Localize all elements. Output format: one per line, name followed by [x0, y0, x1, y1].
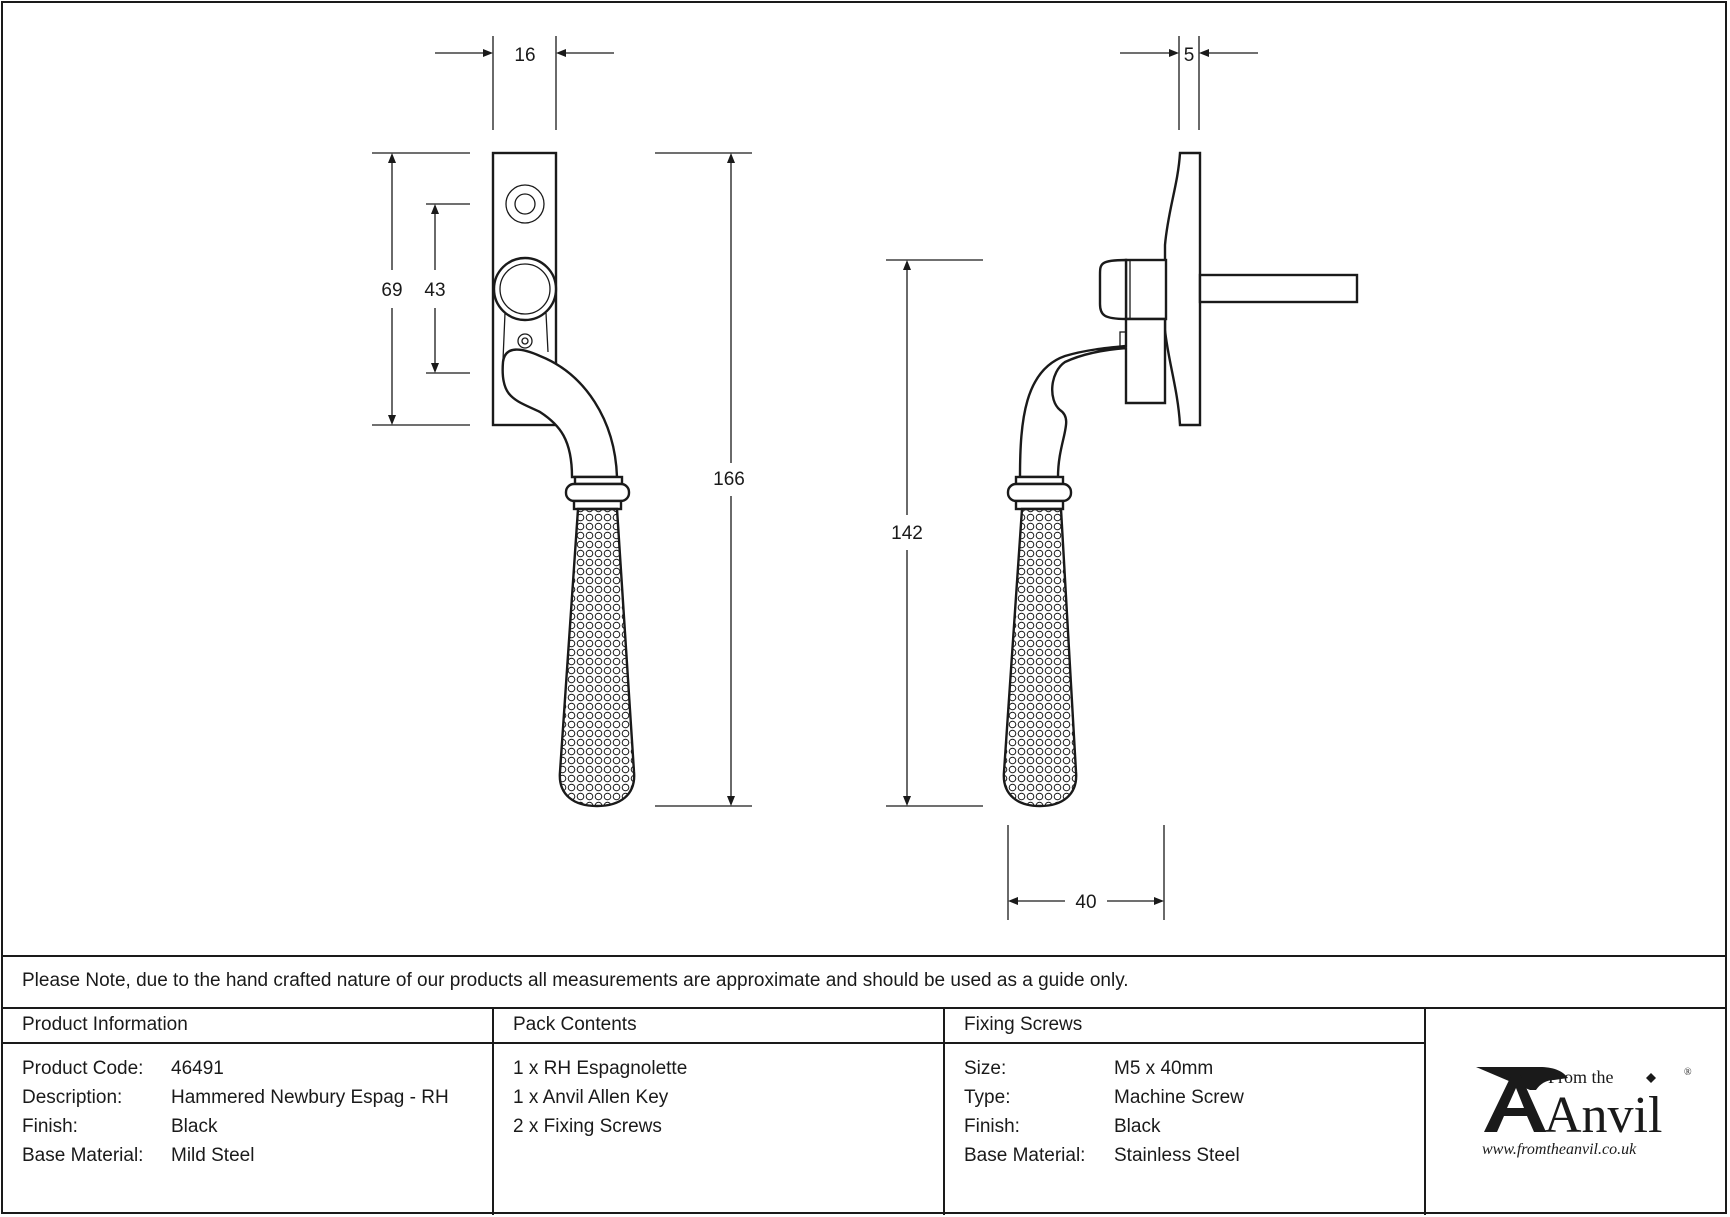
description-label: Description:: [22, 1087, 123, 1108]
side-hammered-grip: [1002, 507, 1078, 808]
screw-material-value: Stainless Steel: [1114, 1145, 1240, 1166]
pack-item: 1 x Anvil Allen Key: [513, 1087, 669, 1108]
logo-brand: Anvil: [1544, 1087, 1662, 1144]
side-collar-ring: [1006, 482, 1073, 503]
logo-url: www.fromtheanvil.co.uk: [1482, 1141, 1637, 1158]
screw-hole-top: [505, 184, 545, 224]
backplate-profile: [1163, 151, 1202, 427]
product-code-label: Product Code:: [22, 1058, 144, 1079]
boss-cap: [1098, 258, 1128, 321]
screw-type-label: Type:: [964, 1087, 1011, 1108]
front-view: 16 69 43 166: [372, 36, 752, 808]
pack-item: 2 x Fixing Screws: [513, 1116, 662, 1137]
hammered-grip: [558, 507, 636, 808]
header-rule: [2, 1042, 1425, 1044]
screw-material-label: Base Material:: [964, 1145, 1086, 1166]
screw-finish-value: Black: [1114, 1116, 1161, 1137]
collar-ring: [564, 482, 631, 503]
anvil-logo-mark: From the Anvil ® www.fromtheanvil.co.uk: [1476, 1067, 1692, 1158]
product-information-heading: Product Information: [22, 1014, 188, 1035]
dim-center-distance: 43: [424, 280, 445, 301]
spindle: [1198, 273, 1359, 304]
dim-side-depth: 5: [1184, 45, 1195, 66]
dim-front-width: 16: [514, 45, 535, 66]
grub-screw: [517, 333, 533, 349]
dim-side-projection: 40: [1075, 892, 1096, 913]
description-value: Hammered Newbury Espag - RH: [171, 1087, 449, 1108]
spindle-boss: [492, 256, 558, 322]
screw-size-label: Size:: [964, 1058, 1007, 1079]
screw-finish-label: Finish:: [964, 1116, 1020, 1137]
title-block-top-rule: [2, 955, 1727, 957]
dim-side-height: 142: [891, 523, 923, 544]
side-lever-arm: [1018, 317, 1167, 479]
base-material-label: Base Material:: [22, 1145, 144, 1166]
dim-overall-height: 166: [713, 469, 745, 490]
base-material-value: Mild Steel: [171, 1145, 255, 1166]
boss-body: [1124, 258, 1168, 321]
pack-item: 1 x RH Espagnolette: [513, 1058, 688, 1079]
column-divider-1: [492, 1007, 494, 1215]
screw-size-value: M5 x 40mm: [1114, 1058, 1214, 1079]
fixing-screws-heading: Fixing Screws: [964, 1014, 1083, 1035]
side-view: 5 142 40: [886, 36, 1359, 920]
title-block-rule: [2, 1007, 1727, 1009]
dim-plate-height: 69: [381, 280, 402, 301]
screw-type-value: Machine Screw: [1114, 1087, 1244, 1108]
logo-registered: ®: [1684, 1067, 1692, 1078]
column-divider-2: [943, 1007, 945, 1215]
finish-value: Black: [171, 1116, 218, 1137]
technical-drawing: 16 69 43 166: [372, 36, 1359, 920]
finish-label: Finish:: [22, 1116, 78, 1137]
logo-from-the: From the: [1548, 1067, 1614, 1087]
product-code-value: 46491: [171, 1058, 224, 1079]
column-divider-3: [1424, 1007, 1426, 1215]
pack-contents-heading: Pack Contents: [513, 1014, 637, 1035]
measurement-note: Please Note, due to the hand crafted nat…: [22, 970, 1129, 991]
